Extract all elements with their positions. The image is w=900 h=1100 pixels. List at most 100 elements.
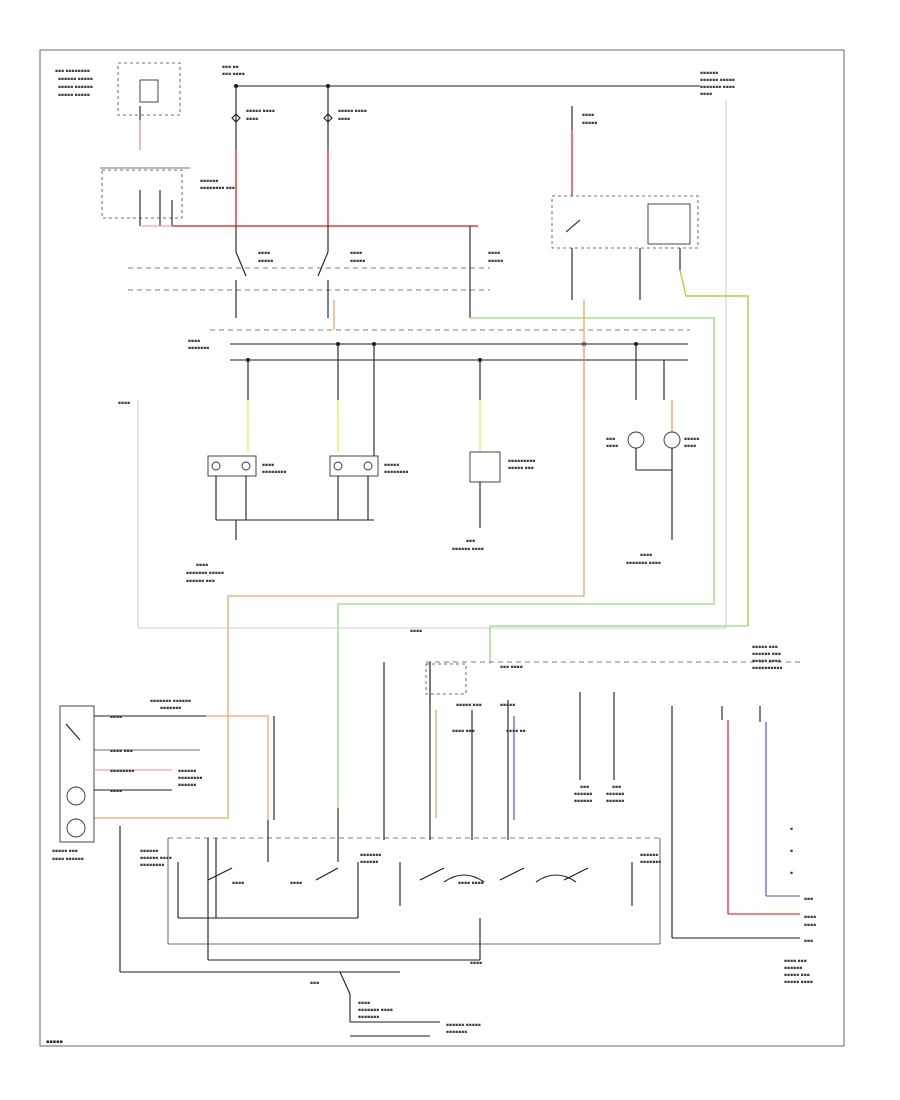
svg-text:▪▪▪▪: ▪▪▪▪ (684, 444, 696, 449)
svg-text:▪▪▪▪ ▪▪▪: ▪▪▪▪ ▪▪▪ (784, 959, 807, 964)
svg-text:▪▪▪▪▪▪: ▪▪▪▪▪▪ (178, 769, 196, 774)
svg-text:▪▪▪▪▪▪: ▪▪▪▪▪▪ (574, 792, 592, 797)
svg-text:▪▪▪▪▪▪▪: ▪▪▪▪▪▪▪ (358, 1015, 379, 1020)
svg-text:▪▪▪▪▪ ▪▪▪▪: ▪▪▪▪▪ ▪▪▪▪ (338, 109, 367, 114)
svg-text:▪▪▪▪: ▪▪▪▪ (338, 117, 350, 122)
svg-text:▪▪▪▪▪▪ ▪▪▪: ▪▪▪▪▪▪ ▪▪▪ (752, 652, 781, 657)
svg-text:▪▪▪▪▪▪: ▪▪▪▪▪▪ (360, 860, 378, 865)
svg-text:▪▪▪▪▪: ▪▪▪▪▪ (350, 259, 365, 264)
svg-text:▪▪▪▪: ▪▪▪▪ (606, 444, 618, 449)
svg-text:▪▪▪▪▪: ▪▪▪▪▪ (488, 259, 503, 264)
svg-text:▪▪▪▪ ▪▪▪▪: ▪▪▪▪ ▪▪▪▪ (458, 881, 484, 886)
svg-text:▪▪▪▪▪: ▪▪▪▪▪ (500, 703, 515, 708)
svg-text:▪: ▪ (790, 827, 793, 832)
svg-text:▪▪▪▪: ▪▪▪▪ (350, 251, 362, 256)
svg-text:▪▪▪: ▪▪▪ (606, 437, 615, 442)
top-fuse-section: ▪▪▪ ▪▪▪▪▪▪▪▪ ▪▪▪▪▪▪ ▪▪▪▪▪ ▪▪▪▪▪ ▪▪▪▪▪▪ ▪… (55, 62, 735, 370)
svg-text:▪▪▪: ▪▪▪ (580, 785, 589, 790)
svg-text:▪▪▪: ▪▪▪ (804, 897, 813, 902)
svg-text:▪▪▪▪▪: ▪▪▪▪▪ (46, 1039, 63, 1045)
svg-text:▪▪▪▪: ▪▪▪▪ (290, 881, 302, 886)
svg-text:▪▪▪▪: ▪▪▪▪ (410, 629, 422, 634)
svg-text:▪▪▪▪: ▪▪▪▪ (110, 715, 122, 720)
svg-text:▪▪▪▪▪▪▪ ▪▪▪▪: ▪▪▪▪▪▪▪ ▪▪▪▪ (700, 85, 735, 90)
svg-text:▪▪▪ ▪▪▪▪: ▪▪▪ ▪▪▪▪ (222, 72, 245, 77)
svg-text:▪▪▪▪ ▪▪▪: ▪▪▪▪ ▪▪▪ (452, 729, 475, 734)
svg-text:▪▪▪▪▪ ▪▪▪: ▪▪▪▪▪ ▪▪▪ (508, 466, 534, 471)
svg-text:▪▪▪▪▪ ▪▪▪: ▪▪▪▪▪ ▪▪▪ (52, 849, 78, 854)
svg-text:▪▪▪▪▪ ▪▪▪▪▪: ▪▪▪▪▪ ▪▪▪▪▪ (58, 93, 90, 98)
svg-text:▪▪▪: ▪▪▪ (466, 539, 475, 544)
svg-text:▪▪▪ ▪▪▪▪: ▪▪▪ ▪▪▪▪ (500, 665, 523, 670)
svg-text:▪▪▪▪▪ ▪▪▪▪▪▪: ▪▪▪▪▪ ▪▪▪▪▪▪ (58, 85, 93, 90)
svg-text:▪▪▪▪ ▪▪▪: ▪▪▪▪ ▪▪▪ (110, 749, 133, 754)
svg-text:▪▪▪▪ ▪▪: ▪▪▪▪ ▪▪ (506, 729, 526, 734)
svg-text:▪▪▪▪: ▪▪▪▪ (640, 553, 652, 558)
svg-text:▪▪▪▪▪▪▪ ▪▪▪▪▪: ▪▪▪▪▪▪▪ ▪▪▪▪▪ (186, 571, 224, 576)
svg-text:▪▪▪▪▪▪▪▪ ▪▪▪: ▪▪▪▪▪▪▪▪ ▪▪▪ (200, 186, 235, 191)
svg-text:▪▪▪ ▪▪▪▪▪▪▪▪: ▪▪▪ ▪▪▪▪▪▪▪▪ (55, 69, 90, 74)
svg-text:▪▪▪▪▪ ▪▪▪▪: ▪▪▪▪▪ ▪▪▪▪ (246, 109, 275, 114)
svg-text:▪▪▪▪▪ ▪▪▪▪: ▪▪▪▪▪ ▪▪▪▪ (752, 659, 781, 664)
svg-text:▪▪▪▪▪▪ ▪▪▪: ▪▪▪▪▪▪ ▪▪▪ (186, 579, 215, 584)
svg-text:▪▪▪: ▪▪▪ (612, 785, 621, 790)
svg-text:▪▪▪▪▪▪▪ ▪▪▪▪: ▪▪▪▪▪▪▪ ▪▪▪▪ (626, 561, 661, 566)
svg-text:▪▪▪▪▪▪▪▪: ▪▪▪▪▪▪▪▪ (110, 769, 134, 774)
svg-text:▪▪▪▪: ▪▪▪▪ (700, 92, 712, 97)
svg-text:▪▪▪▪: ▪▪▪▪ (358, 1001, 370, 1006)
svg-text:▪▪▪▪: ▪▪▪▪ (262, 463, 274, 468)
svg-text:▪▪▪▪: ▪▪▪▪ (258, 251, 270, 256)
svg-text:▪▪▪▪▪▪▪: ▪▪▪▪▪▪▪ (360, 853, 381, 858)
svg-text:▪▪▪▪ ▪▪▪▪▪▪: ▪▪▪▪ ▪▪▪▪▪▪ (52, 857, 84, 862)
svg-text:▪▪▪▪▪▪: ▪▪▪▪▪▪ (574, 799, 592, 804)
svg-text:▪▪▪▪: ▪▪▪▪ (488, 251, 500, 256)
svg-text:▪▪▪▪▪▪: ▪▪▪▪▪▪ (640, 853, 658, 858)
svg-text:▪▪▪▪: ▪▪▪▪ (582, 113, 594, 118)
svg-text:▪▪▪▪▪▪▪▪: ▪▪▪▪▪▪▪▪ (384, 470, 408, 475)
switch-section: ▪▪▪▪▪ ▪▪▪ ▪▪▪▪ ▪▪▪▪▪▪ ▪▪▪▪ ▪▪▪▪ ▪▪▪ ▪▪▪▪… (46, 629, 816, 1045)
svg-text:▪▪▪▪▪▪▪▪: ▪▪▪▪▪▪▪▪ (140, 863, 164, 868)
svg-text:▪▪▪▪▪: ▪▪▪▪▪ (258, 259, 273, 264)
svg-text:▪▪▪▪▪ ▪▪▪: ▪▪▪▪▪ ▪▪▪ (456, 703, 482, 708)
svg-text:▪▪▪▪▪▪▪▪: ▪▪▪▪▪▪▪▪ (178, 776, 202, 781)
svg-text:▪▪▪▪▪▪: ▪▪▪▪▪▪ (700, 71, 718, 76)
svg-text:▪▪▪▪▪▪: ▪▪▪▪▪▪ (606, 799, 624, 804)
svg-text:▪▪▪▪▪▪ ▪▪▪▪▪: ▪▪▪▪▪▪ ▪▪▪▪▪ (58, 77, 93, 82)
svg-text:▪▪▪▪▪▪: ▪▪▪▪▪▪ (178, 783, 196, 788)
svg-text:▪▪▪▪▪▪▪: ▪▪▪▪▪▪▪ (160, 706, 181, 711)
svg-text:▪▪▪▪▪▪ ▪▪▪▪: ▪▪▪▪▪▪ ▪▪▪▪ (452, 547, 484, 552)
svg-text:▪▪▪▪▪▪▪ ▪▪▪▪▪▪: ▪▪▪▪▪▪▪ ▪▪▪▪▪▪ (150, 699, 191, 704)
svg-text:▪▪▪▪: ▪▪▪▪ (804, 923, 816, 928)
svg-text:▪▪▪▪: ▪▪▪▪ (470, 961, 482, 966)
svg-text:▪▪▪▪▪▪▪: ▪▪▪▪▪▪▪ (446, 1030, 467, 1035)
svg-text:▪▪▪▪▪▪▪▪▪▪: ▪▪▪▪▪▪▪▪▪▪ (752, 666, 783, 671)
svg-text:▪▪▪▪▪▪▪▪: ▪▪▪▪▪▪▪▪ (262, 470, 286, 475)
junction-block-section: ▪▪▪▪ ▪▪▪▪▪▪▪ ▪▪▪▪ ▪▪▪▪▪▪▪▪ ▪▪▪▪▪ ▪▪▪▪▪▪▪… (94, 269, 749, 819)
svg-text:▪▪▪▪: ▪▪▪▪ (188, 339, 200, 344)
svg-text:▪▪▪▪: ▪▪▪▪ (246, 117, 258, 122)
svg-text:▪▪▪: ▪▪▪ (310, 981, 319, 986)
svg-text:▪▪▪: ▪▪▪ (804, 939, 813, 944)
svg-text:▪▪▪ ▪▪: ▪▪▪ ▪▪ (222, 65, 239, 70)
svg-text:▪▪▪▪▪ ▪▪▪: ▪▪▪▪▪ ▪▪▪ (752, 645, 778, 650)
svg-text:▪▪▪▪▪▪▪ ▪▪▪▪: ▪▪▪▪▪▪▪ ▪▪▪▪ (358, 1008, 393, 1013)
svg-text:▪: ▪ (790, 871, 793, 876)
svg-text:▪▪▪▪▪: ▪▪▪▪▪ (384, 463, 399, 468)
svg-text:▪▪▪▪▪▪▪: ▪▪▪▪▪▪▪ (188, 346, 209, 351)
svg-text:▪▪▪▪▪ ▪▪▪: ▪▪▪▪▪ ▪▪▪ (784, 973, 810, 978)
svg-text:▪: ▪ (790, 849, 793, 854)
svg-text:▪▪▪▪▪▪▪▪▪: ▪▪▪▪▪▪▪▪▪ (508, 459, 535, 464)
svg-text:▪▪▪▪: ▪▪▪▪ (118, 401, 130, 406)
svg-text:▪▪▪▪: ▪▪▪▪ (196, 563, 208, 568)
svg-text:▪▪▪▪▪: ▪▪▪▪▪ (582, 121, 597, 126)
svg-text:▪▪▪▪▪: ▪▪▪▪▪ (684, 437, 699, 442)
svg-text:▪▪▪▪▪▪: ▪▪▪▪▪▪ (784, 966, 802, 971)
svg-text:▪▪▪▪▪▪: ▪▪▪▪▪▪ (200, 179, 218, 184)
svg-text:▪▪▪▪: ▪▪▪▪ (232, 881, 244, 886)
svg-text:▪▪▪▪: ▪▪▪▪ (110, 789, 122, 794)
svg-text:▪▪▪▪▪▪▪: ▪▪▪▪▪▪▪ (640, 860, 661, 865)
svg-text:▪▪▪▪▪▪: ▪▪▪▪▪▪ (606, 792, 624, 797)
svg-text:▪▪▪▪▪▪ ▪▪▪▪: ▪▪▪▪▪▪ ▪▪▪▪ (140, 856, 172, 861)
svg-text:▪▪▪▪▪▪ ▪▪▪▪▪: ▪▪▪▪▪▪ ▪▪▪▪▪ (700, 78, 735, 83)
